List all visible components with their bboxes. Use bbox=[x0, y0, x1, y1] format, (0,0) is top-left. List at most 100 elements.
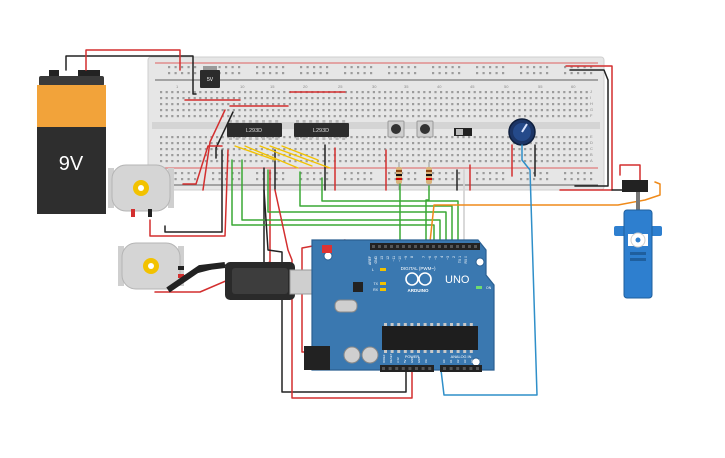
breadboard-hole bbox=[294, 136, 297, 139]
wire-arduino-5v[interactable] bbox=[274, 189, 413, 399]
breadboard-hole bbox=[266, 109, 269, 112]
breadboard-hole bbox=[182, 97, 185, 100]
breadboard-hole bbox=[227, 142, 230, 145]
breadboard-hole bbox=[412, 148, 415, 151]
breadboard-hole bbox=[277, 160, 280, 163]
breadboard-hole bbox=[367, 142, 370, 145]
arduino-uno[interactable]: AREF GND 13 12 ~11 ~10 ~9 8 7 ~6 ~5 4 ~3… bbox=[304, 239, 495, 372]
wire-rail-right-negative[interactable] bbox=[569, 69, 609, 187]
breadboard-hole bbox=[216, 160, 219, 163]
row-letter: A bbox=[590, 158, 593, 163]
wire-vertical-jumper[interactable] bbox=[215, 111, 234, 159]
wire-green-button[interactable] bbox=[425, 185, 430, 243]
breadboard-hole bbox=[462, 115, 465, 118]
breadboard-hole bbox=[350, 160, 353, 163]
breadboard-hole bbox=[277, 97, 280, 100]
slide-switch[interactable] bbox=[454, 128, 472, 136]
pin-label: ~3 bbox=[446, 256, 450, 260]
breadboard-hole bbox=[165, 91, 168, 94]
breadboard-hole bbox=[370, 72, 373, 75]
wire-orange-servo-signal[interactable] bbox=[429, 181, 661, 243]
chip-pin bbox=[315, 120, 319, 123]
breadboard-hole bbox=[367, 154, 370, 157]
breadboard-hole bbox=[456, 103, 459, 106]
breadboard-hole bbox=[171, 109, 174, 112]
breadboard-hole bbox=[507, 142, 510, 145]
wire-battery-negative[interactable] bbox=[65, 55, 197, 95]
breadboard-hole bbox=[557, 136, 560, 139]
breadboard-hole bbox=[412, 142, 415, 145]
breadboard-hole bbox=[339, 97, 342, 100]
wire-green-signal[interactable] bbox=[267, 169, 447, 243]
breadboard-hole bbox=[394, 178, 397, 181]
breadboard-hole bbox=[361, 160, 364, 163]
breadboard-hole bbox=[294, 103, 297, 106]
pin-label: ~5 bbox=[434, 256, 438, 260]
wire-green-signal[interactable] bbox=[299, 171, 453, 243]
voltage-regulator[interactable]: 5V bbox=[200, 66, 220, 88]
breadboard-hole bbox=[539, 66, 542, 69]
breadboard-hole bbox=[255, 103, 258, 106]
breadboard-hole bbox=[451, 109, 454, 112]
wire-motor1-red[interactable] bbox=[182, 145, 223, 185]
breadboard-hole bbox=[526, 72, 529, 75]
breadboard-hole bbox=[188, 91, 191, 94]
servo-motor[interactable] bbox=[614, 180, 662, 299]
usb-cable[interactable] bbox=[166, 262, 331, 300]
pin-label: 8 bbox=[410, 256, 414, 258]
reset-button[interactable] bbox=[322, 245, 332, 253]
servo-label-line bbox=[630, 258, 646, 261]
wire-green-signal[interactable] bbox=[241, 159, 441, 243]
wire-vertical-jumper[interactable] bbox=[202, 109, 226, 191]
breadboard-hole bbox=[456, 160, 459, 163]
breadboard-hole bbox=[210, 97, 213, 100]
breadboard-hole bbox=[395, 91, 398, 94]
wire-yellow-bundle[interactable] bbox=[234, 145, 331, 169]
breadboard-hole bbox=[512, 97, 515, 100]
breadboard-hole bbox=[238, 91, 241, 94]
motor-driver-chip-1[interactable]: L293D bbox=[227, 120, 282, 140]
wire-rail-right-positive[interactable] bbox=[559, 65, 613, 191]
wire-battery-positive[interactable] bbox=[85, 49, 181, 71]
breadboard-hole bbox=[395, 115, 398, 118]
breadboard-hole bbox=[350, 178, 353, 181]
breadboard-hole bbox=[272, 154, 275, 157]
battery-9v[interactable]: 9V bbox=[37, 70, 106, 214]
breadboard-hole bbox=[482, 178, 485, 181]
breadboard-hole bbox=[539, 172, 542, 175]
chip-pin bbox=[296, 137, 299, 140]
dc-motor-2[interactable] bbox=[118, 242, 184, 290]
breadboard-hole bbox=[462, 142, 465, 145]
pin-label: A3 bbox=[463, 359, 467, 363]
pin-label: 3.3V bbox=[396, 357, 400, 363]
breadboard-hole bbox=[171, 103, 174, 106]
breadboard-hole bbox=[174, 172, 177, 175]
motor-driver-chip-2[interactable]: L293D bbox=[294, 120, 349, 140]
breadboard-hole bbox=[526, 178, 529, 181]
breadboard-hole bbox=[451, 148, 454, 151]
row-letter: F bbox=[590, 113, 593, 118]
wire-arduino-ground[interactable] bbox=[263, 189, 407, 393]
breadboard-hole bbox=[540, 142, 543, 145]
breadboard-hole bbox=[557, 142, 560, 145]
breadboard-hole bbox=[168, 72, 171, 75]
breadboard-hole bbox=[288, 154, 291, 157]
wire-green-signal[interactable] bbox=[231, 159, 435, 243]
dc-motor-1[interactable] bbox=[108, 164, 174, 217]
potentiometer[interactable] bbox=[508, 118, 536, 146]
wire-blue-potentiometer[interactable] bbox=[440, 144, 538, 396]
breadboard-hole bbox=[512, 115, 515, 118]
breadboard-hole bbox=[181, 172, 184, 175]
push-button-1[interactable] bbox=[387, 120, 405, 138]
wire-servo-power[interactable] bbox=[619, 164, 641, 183]
breadboard-hole bbox=[272, 148, 275, 151]
wire-motor1-red-2[interactable] bbox=[149, 149, 229, 237]
wire-motor1-black[interactable] bbox=[164, 149, 223, 233]
breadboard-hole bbox=[563, 115, 566, 118]
breadboard-hole bbox=[434, 109, 437, 112]
breadboard-hole bbox=[260, 115, 263, 118]
breadboard-hole bbox=[294, 148, 297, 151]
wire-green-signal[interactable] bbox=[321, 177, 459, 243]
breadboard-hole bbox=[496, 148, 499, 151]
push-button-2[interactable] bbox=[416, 120, 434, 138]
